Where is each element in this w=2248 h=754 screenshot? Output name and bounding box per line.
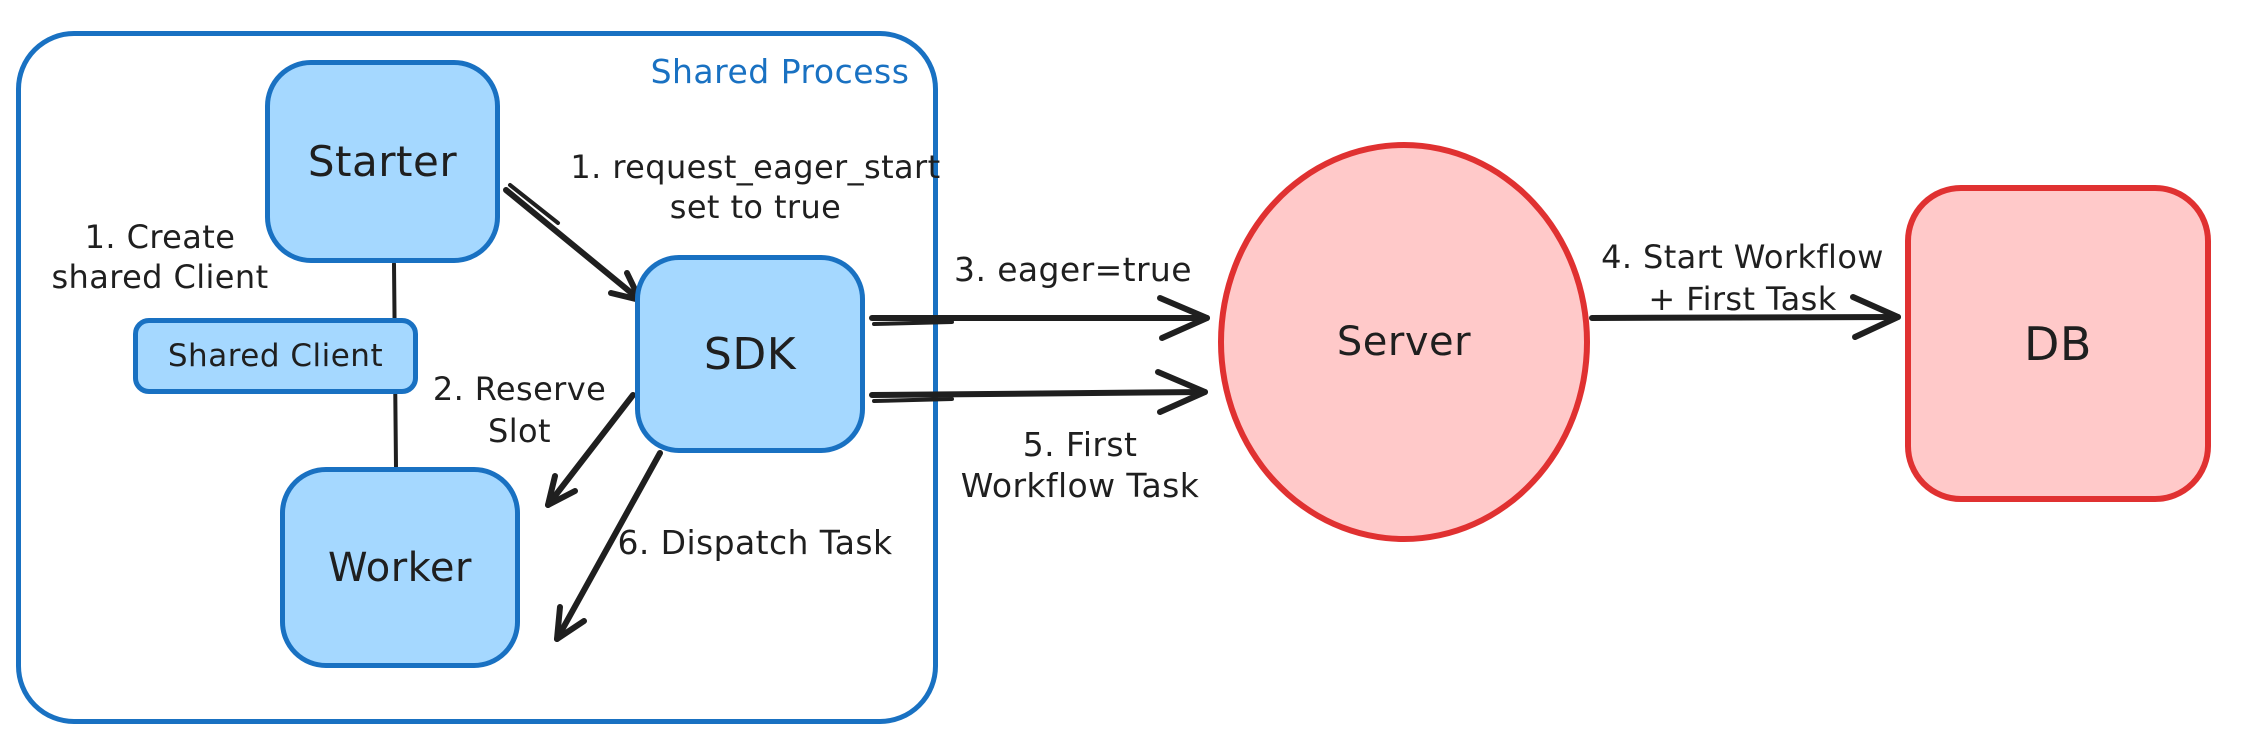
node-sdk: SDK [635,255,865,453]
arrow-sdk-to-server-eager [869,295,1210,341]
node-server-label: Server [1336,319,1472,365]
arrow-server-to-db [1589,294,1901,340]
annotation-first-workflow-task: 5. First Workflow Task [960,425,1200,505]
node-worker-label: Worker [328,544,472,591]
node-server: Server [1218,142,1590,542]
node-shared-client-label: Shared Client [167,338,384,374]
node-worker: Worker [280,467,520,668]
shared-process-container [16,31,938,724]
annotation-dispatch-task: 6. Dispatch Task [617,523,893,562]
shared-process-label: Shared Process [650,52,910,91]
annotation-create-shared-client: 1. Create shared Client [51,218,269,296]
node-db-label: DB [2024,316,2092,371]
node-starter-label: Starter [307,137,458,186]
arrow-sdk-to-worker-dispatch [554,450,663,642]
annotation-eager-true: 3. eager=true [954,250,1192,289]
arrow-sdk-to-server-first-task [869,369,1208,415]
arrow-sdk-to-worker-reserve [545,392,636,508]
node-sdk-label: SDK [703,328,797,380]
annotation-reserve-slot: 2. Reserve Slot [432,370,607,450]
node-db: DB [1905,185,2211,502]
annotation-request-eager-start: 1. request_eager_start set to true [570,148,941,226]
annotation-start-workflow-first-task: 4. Start Workflow + First Task [1601,238,1884,318]
node-shared-client: Shared Client [133,318,418,394]
node-starter: Starter [265,60,500,263]
